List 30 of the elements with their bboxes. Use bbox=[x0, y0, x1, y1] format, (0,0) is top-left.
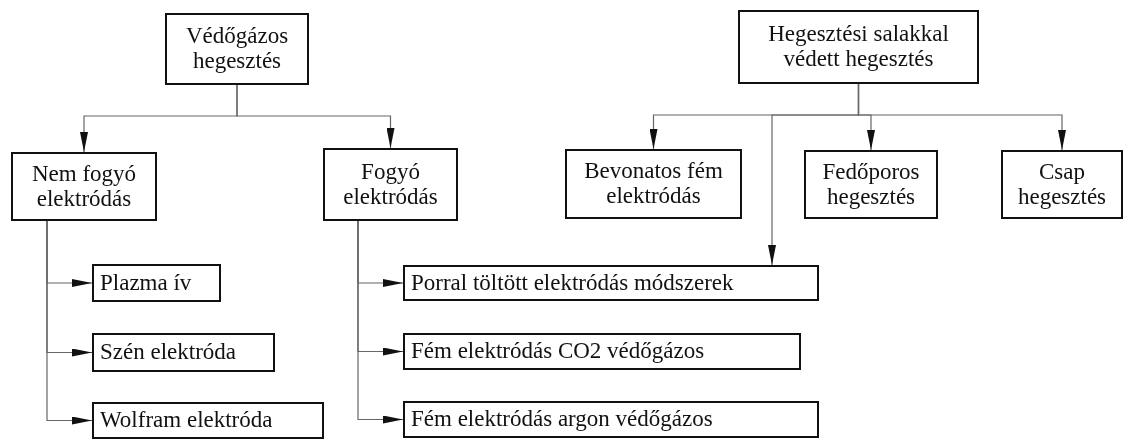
box-label: Wolfram elektróda bbox=[100, 408, 273, 433]
box-label: Bevonatos fém elektródás bbox=[583, 159, 724, 209]
process-box bbox=[1001, 150, 1123, 219]
process-box bbox=[738, 10, 979, 84]
box-label: Fém elektródás CO2 védőgázos bbox=[411, 339, 705, 364]
process-box bbox=[403, 333, 801, 370]
connector-arrow bbox=[357, 220, 404, 424]
process-box bbox=[323, 148, 458, 221]
process-box bbox=[403, 401, 819, 438]
connector-arrow bbox=[236, 84, 395, 149]
process-box bbox=[11, 152, 157, 221]
box-label: Hegesztési salakkal védett hegesztés bbox=[767, 22, 950, 72]
box-label: Csap hegesztés bbox=[1016, 159, 1108, 210]
process-box bbox=[92, 333, 275, 372]
box-label: Fém elektródás argon védőgázos bbox=[411, 407, 713, 432]
connector-arrow bbox=[46, 220, 93, 425]
process-box bbox=[165, 13, 309, 85]
box-label: Fogyó elektródás bbox=[342, 159, 439, 210]
process-box bbox=[403, 265, 819, 301]
box-label: Fedőporos hegesztés bbox=[821, 159, 921, 210]
process-box bbox=[804, 150, 938, 219]
box-label: Nem fogyó elektródás bbox=[30, 161, 138, 212]
process-box bbox=[565, 149, 742, 219]
box-label: Plazma ív bbox=[100, 270, 192, 296]
process-box bbox=[92, 264, 221, 302]
box-label: Védőgázos hegesztés bbox=[184, 24, 290, 74]
box-label: Porral töltött elektródás módszerek bbox=[411, 270, 734, 296]
box-label: Szén elektróda bbox=[100, 340, 237, 365]
process-box bbox=[92, 402, 324, 439]
connector-arrow bbox=[857, 83, 1066, 151]
